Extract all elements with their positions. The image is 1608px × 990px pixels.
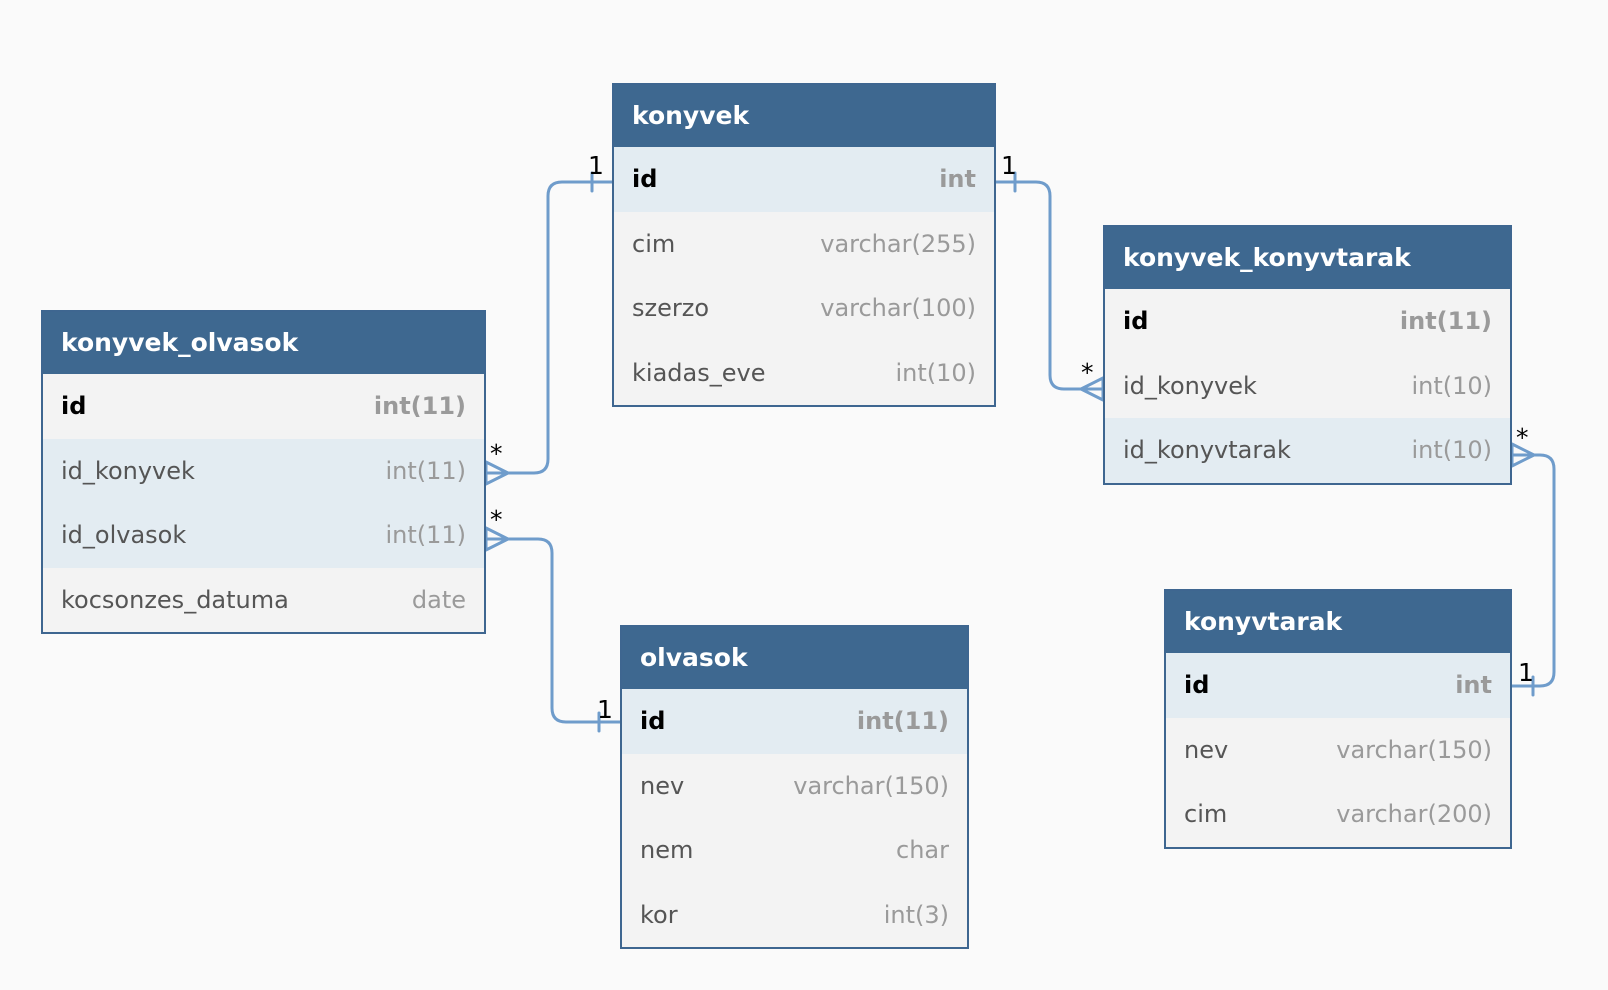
column-name: kiadas_eve — [632, 358, 766, 387]
table-row[interactable]: nev varchar(150) — [622, 754, 967, 819]
table-row[interactable]: id_olvasok int(11) — [43, 503, 484, 568]
column-type: int(11) — [373, 392, 466, 421]
cardinality-many-label: * — [490, 439, 503, 468]
column-type: int(10) — [1411, 436, 1492, 465]
column-name: cim — [1184, 800, 1228, 829]
table-row[interactable]: id_konyvtarak int(10) — [1105, 418, 1510, 483]
table-row[interactable]: nev varchar(150) — [1166, 718, 1510, 783]
column-type: int(10) — [895, 358, 976, 387]
many-marker — [484, 460, 510, 486]
table-olvasok[interactable]: olvasok id int(11) nev varchar(150) nem … — [620, 625, 969, 949]
column-type: varchar(150) — [793, 771, 949, 800]
table-row[interactable]: id int(11) — [1105, 289, 1510, 354]
column-name: id_konyvek — [61, 456, 195, 485]
column-name: id — [1184, 671, 1210, 700]
column-type: int(11) — [856, 707, 949, 736]
column-name: nev — [640, 771, 685, 800]
table-row[interactable]: szerzo varchar(100) — [614, 276, 994, 341]
table-header[interactable]: olvasok — [622, 627, 967, 689]
many-marker — [484, 526, 510, 552]
column-type: int — [1455, 671, 1492, 700]
column-type: varchar(150) — [1336, 735, 1492, 764]
column-name: id — [61, 392, 87, 421]
column-type: varchar(100) — [820, 294, 976, 323]
column-name: id — [640, 707, 666, 736]
column-type: char — [896, 836, 949, 865]
column-name: id — [632, 165, 658, 194]
cardinality-many-label: * — [1081, 358, 1094, 387]
relation-konyvek-konyvek-konyvtarak[interactable] — [992, 180, 1105, 391]
column-type: varchar(200) — [1336, 800, 1492, 829]
table-header[interactable]: konyvek — [614, 85, 994, 147]
table-row[interactable]: id int(11) — [622, 689, 967, 754]
table-row[interactable]: kocsonzes_datuma date — [43, 568, 484, 633]
table-row[interactable]: id_konyvek int(11) — [43, 438, 484, 503]
column-name: nev — [1184, 735, 1229, 764]
table-row[interactable]: cim varchar(255) — [614, 212, 994, 277]
cardinality-many-label: * — [1516, 423, 1529, 452]
table-header[interactable]: konyvek_olvasok — [43, 312, 484, 374]
column-type: int(10) — [1411, 371, 1492, 400]
table-row[interactable]: id_konyvek int(10) — [1105, 354, 1510, 419]
column-name: id — [1123, 307, 1149, 336]
column-name: kocsonzes_datuma — [61, 585, 289, 614]
table-row[interactable]: id int(11) — [43, 374, 484, 439]
cardinality-one-label: 1 — [597, 695, 613, 724]
column-name: kor — [640, 900, 678, 929]
column-type: int — [939, 165, 976, 194]
column-type: date — [411, 585, 466, 614]
table-konyvek-olvasok[interactable]: konyvek_olvasok id int(11) id_konyvek in… — [41, 310, 486, 634]
column-type: int(11) — [385, 456, 466, 485]
column-name: szerzo — [632, 294, 710, 323]
column-type: int(11) — [1399, 307, 1492, 336]
column-type: int(3) — [883, 900, 949, 929]
relation-konyvek-konyvek-olvasok[interactable] — [484, 180, 614, 475]
table-row[interactable]: kor int(3) — [622, 883, 967, 948]
cardinality-one-label: 1 — [1518, 658, 1534, 687]
cardinality-one-label: 1 — [588, 151, 604, 180]
column-name: id_konyvtarak — [1123, 436, 1291, 465]
table-row[interactable]: nem char — [622, 818, 967, 883]
table-row[interactable]: kiadas_eve int(10) — [614, 341, 994, 406]
relation-olvasok-konyvek-olvasok[interactable] — [484, 537, 622, 724]
column-name: id_olvasok — [61, 521, 187, 550]
table-konyvek-konyvtarak[interactable]: konyvek_konyvtarak id int(11) id_konyvek… — [1103, 225, 1512, 485]
column-name: id_konyvek — [1123, 371, 1257, 400]
column-type: int(11) — [385, 521, 466, 550]
table-header[interactable]: konyvtarak — [1166, 591, 1510, 653]
table-row[interactable]: id int — [614, 147, 994, 212]
column-name: cim — [632, 229, 676, 258]
table-konyvek[interactable]: konyvek id int cim varchar(255) szerzo v… — [612, 83, 996, 407]
column-type: varchar(255) — [820, 229, 976, 258]
table-row[interactable]: id int — [1166, 653, 1510, 718]
relation-konyvtarak-konyvek-konyvtarak[interactable] — [1510, 453, 1556, 688]
cardinality-many-label: * — [490, 505, 503, 534]
column-name: nem — [640, 836, 694, 865]
table-header[interactable]: konyvek_konyvtarak — [1105, 227, 1510, 289]
many-marker — [1510, 442, 1536, 468]
table-konyvtarak[interactable]: konyvtarak id int nev varchar(150) cim v… — [1164, 589, 1512, 849]
cardinality-one-label: 1 — [1001, 151, 1017, 180]
table-row[interactable]: cim varchar(200) — [1166, 782, 1510, 847]
